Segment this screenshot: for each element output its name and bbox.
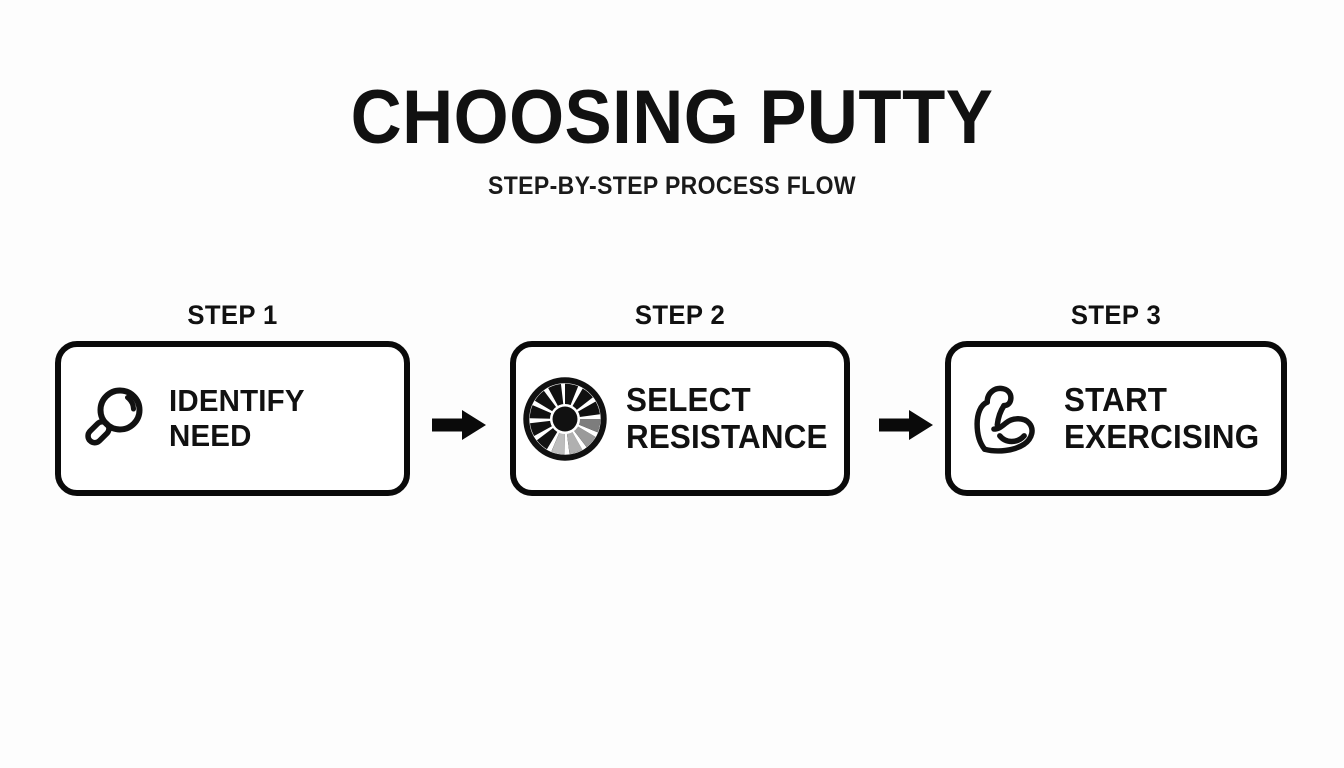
resistance-dial-icon — [522, 376, 608, 462]
page-subtitle: STEP-BY-STEP PROCESS FLOW — [488, 172, 856, 200]
flexed-biceps-icon — [962, 377, 1046, 461]
step-1-text: IDENTIFY NEED — [169, 382, 305, 453]
header: CHOOSING PUTTY STEP-BY-STEP PROCESS FLOW — [0, 80, 1344, 201]
step-1[interactable]: STEP 1 IDENTIFY NEED — [55, 300, 410, 496]
magnifying-glass-icon — [75, 381, 151, 457]
step-3-label: STEP 3 — [1070, 300, 1162, 330]
step-2-box[interactable]: SELECT RESISTANCE — [510, 341, 850, 496]
step-3[interactable]: STEP 3 — [945, 300, 1287, 496]
page-title: CHOOSING PUTTY — [350, 75, 994, 160]
step-3-box[interactable]: START EXERCISING — [945, 341, 1287, 496]
step-1-label: STEP 1 — [187, 300, 278, 330]
arrow-right-icon-1 — [432, 408, 486, 442]
step-1-box[interactable]: IDENTIFY NEED — [55, 341, 410, 496]
step-3-text: START EXERCISING — [1064, 380, 1260, 455]
step-2-label: STEP 2 — [634, 300, 726, 330]
step-2[interactable]: STEP 2 — [510, 300, 850, 496]
arrow-right-icon-2 — [879, 408, 933, 442]
process-flow: STEP 1 IDENTIFY NEED STEP 2 — [0, 300, 1344, 530]
step-2-text: SELECT RESISTANCE — [625, 380, 828, 455]
